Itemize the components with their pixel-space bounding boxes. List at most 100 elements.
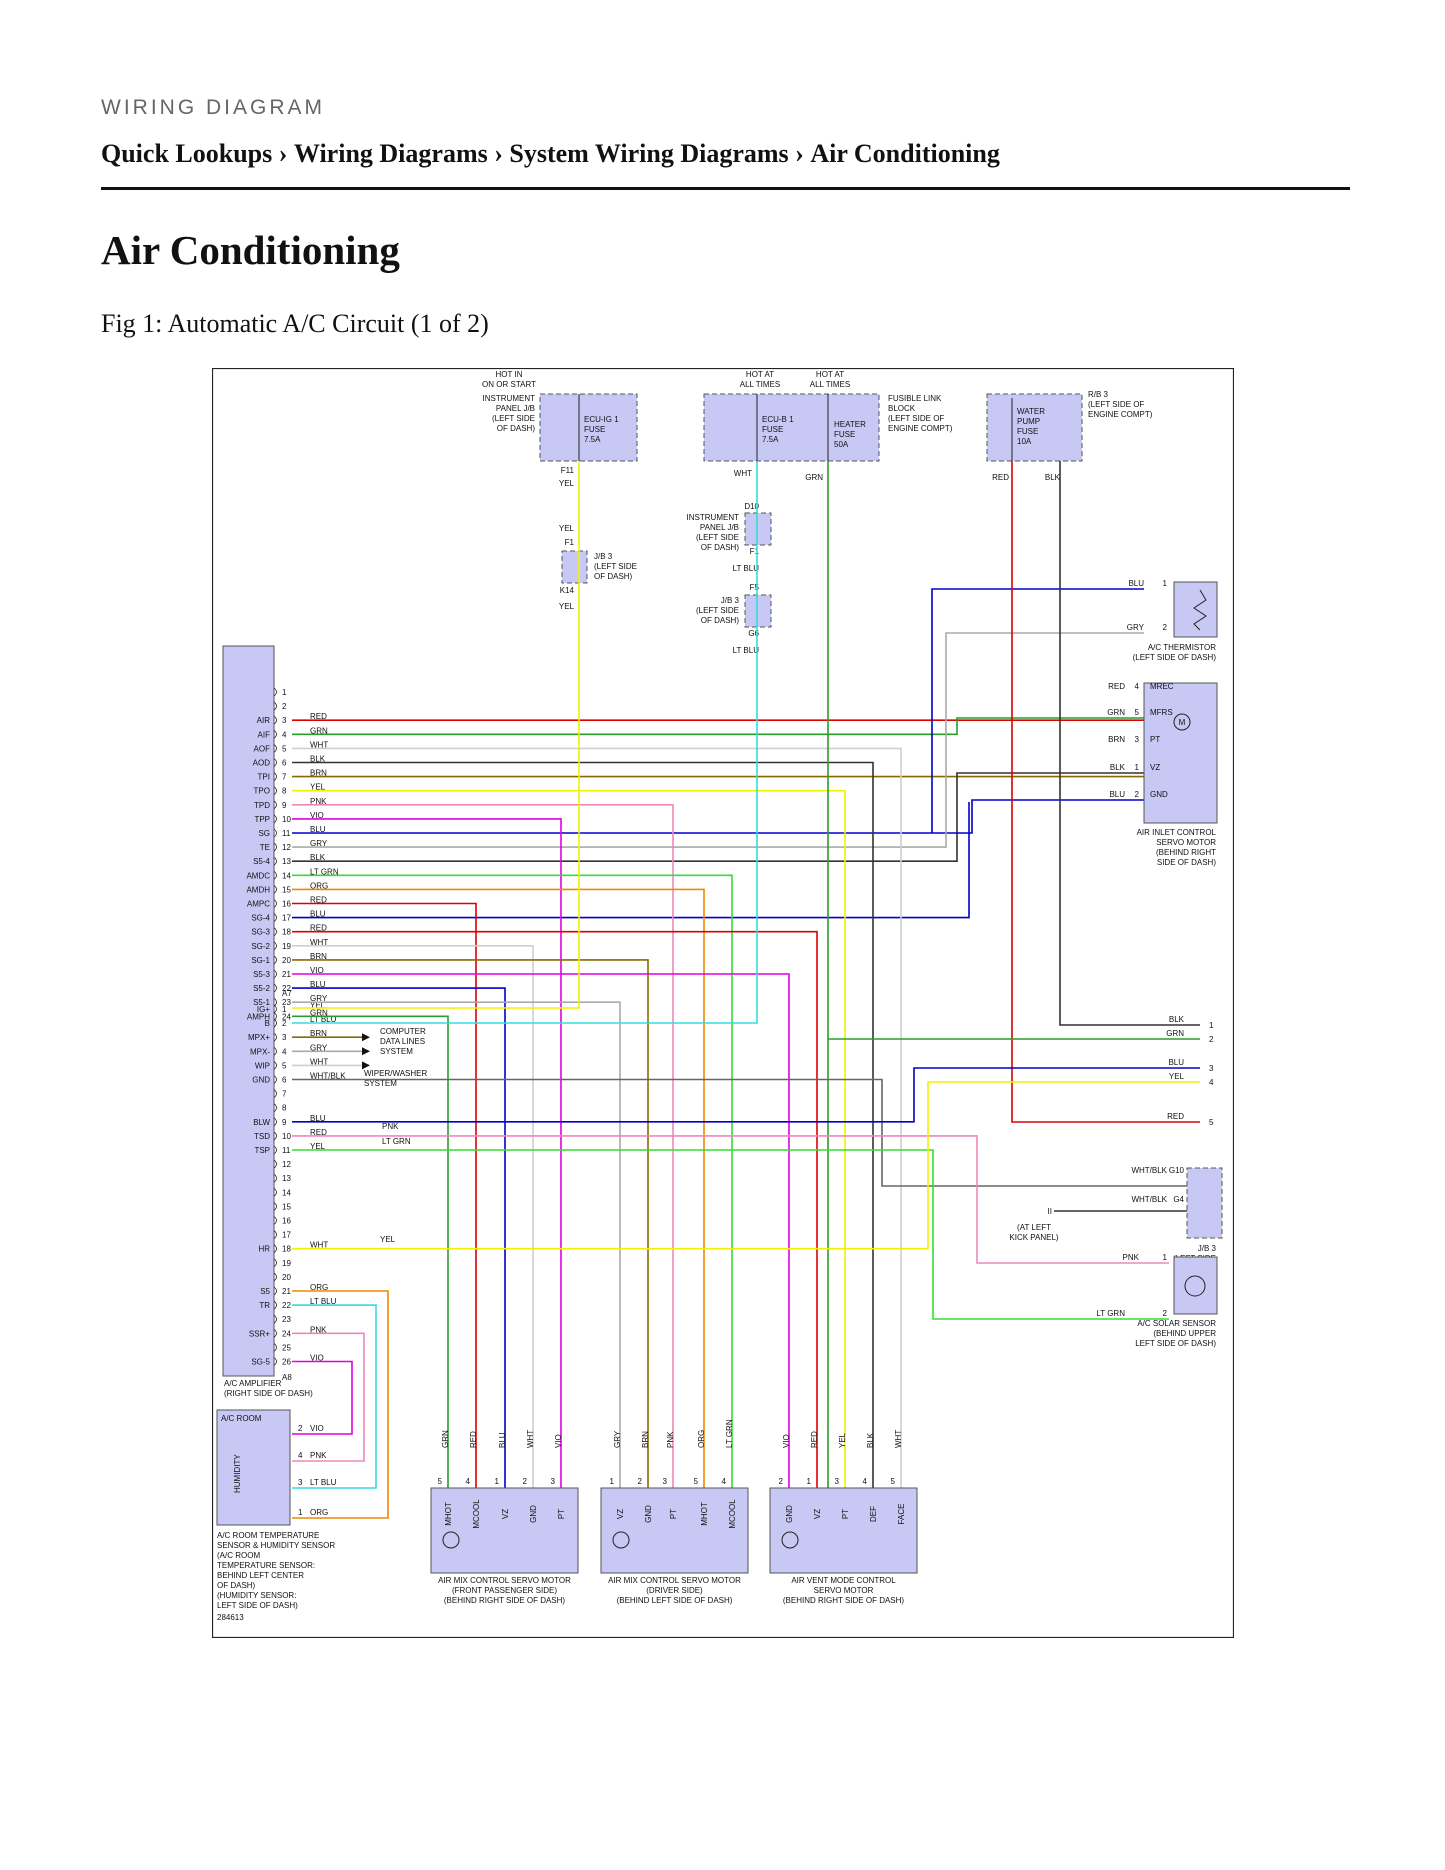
fuse-label: HEATER: [834, 420, 866, 429]
pin-signal-label: MFRS: [1150, 708, 1173, 717]
ac-room-sensor-label: A/C ROOM TEMPERATURE: [217, 1531, 319, 1540]
pin-signal-label: TPI: [258, 773, 270, 782]
pin-number: 23: [282, 998, 291, 1007]
pin-symbol: [273, 1300, 277, 1310]
pin-number: 2: [638, 1477, 643, 1486]
jb-label: INSTRUMENT: [483, 394, 536, 403]
wire-sg: [292, 799, 1144, 834]
terminal-label: K14: [560, 586, 575, 595]
wire-hr: [292, 1081, 1200, 1250]
wire-label: BLK: [1045, 473, 1061, 482]
pin-number: 14: [282, 871, 291, 880]
breadcrumb-item-system-wiring-diagrams[interactable]: System Wiring Diagrams: [509, 139, 789, 168]
pin-number: 5: [694, 1477, 699, 1486]
ac-room-sensor-label: (A/C ROOM: [217, 1551, 260, 1560]
pin-number: 4: [298, 1451, 303, 1460]
pin-symbol: [273, 969, 277, 979]
computer-data-lines-label: SYSTEM: [380, 1047, 413, 1056]
pin-signal-label: TR: [259, 1301, 270, 1310]
pin-signal-label: TPP: [254, 815, 270, 824]
pin-symbol: [273, 1018, 277, 1028]
pin-number: 7: [282, 1090, 287, 1099]
jb-label: PANEL J/B: [700, 523, 739, 532]
ground-symbol: II: [1048, 1207, 1052, 1216]
fuse-label: FUSE: [584, 425, 605, 434]
wire-label: WHT: [526, 1430, 535, 1448]
pin-signal-label: GND: [252, 1076, 270, 1085]
wire-label: ORG: [697, 1430, 706, 1448]
pin-symbol: [273, 828, 277, 838]
instrument-panel-jb-small-box: [744, 512, 772, 546]
air-inlet-motor-box: [1143, 682, 1218, 824]
pin-number: 17: [282, 1231, 291, 1240]
jb3-lower-box: [1186, 1167, 1223, 1239]
breadcrumb-item-wiring-diagrams[interactable]: Wiring Diagrams: [293, 139, 488, 168]
wire-label: PNK: [1123, 1253, 1140, 1262]
figure-ref: 284613: [217, 1613, 244, 1622]
terminal-label: F11: [561, 466, 575, 475]
pin-symbol: [273, 1202, 277, 1211]
pin-number: 2: [1135, 790, 1140, 799]
pin-number: 2: [1209, 1035, 1214, 1044]
pin-symbol: [273, 1244, 277, 1254]
pin-symbol: [273, 927, 277, 937]
wire-label: WHT: [310, 1241, 328, 1250]
breadcrumb-item-air-conditioning[interactable]: Air Conditioning: [810, 139, 1000, 168]
wire-label: YEL: [1169, 1072, 1185, 1081]
wire-label: BRN: [310, 952, 327, 961]
wire-label: YEL: [310, 1142, 326, 1151]
fuse-header: ALL TIMES: [740, 380, 780, 389]
wire-sg3: [292, 930, 818, 1488]
page-title: Air Conditioning: [101, 227, 400, 273]
jb-label: J/B 3: [594, 552, 613, 561]
pin-number: 6: [282, 1076, 287, 1085]
wire-label: VIO: [310, 811, 324, 820]
fuse-label: 10A: [1017, 437, 1032, 446]
pin-signal-label: VZ: [1150, 763, 1160, 772]
wire-label: LT BLU: [733, 564, 760, 573]
pin-symbol: [273, 1145, 277, 1155]
wire-label: RED: [810, 1431, 819, 1448]
wire-label: WHT: [894, 1430, 903, 1448]
fuse-header: HOT IN: [496, 370, 523, 379]
connector-id: A7: [282, 989, 292, 998]
wire-label: BLK: [1169, 1015, 1185, 1024]
pin-number: 4: [466, 1477, 471, 1486]
wire-label: WHT: [734, 469, 752, 478]
pin-signal-label: HR: [258, 1245, 270, 1254]
wire-blw: [292, 1067, 1200, 1123]
pin-symbol: [273, 1314, 277, 1324]
servo-motor-label: (FRONT PASSENGER SIDE): [452, 1586, 557, 1595]
wire-label: BLK: [310, 755, 326, 764]
wire-label: YEL: [559, 479, 575, 488]
wire-label: YEL: [310, 1001, 326, 1010]
wire-label: LT GRN: [1096, 1309, 1125, 1318]
pin-signal-label: PT: [669, 1509, 678, 1519]
fuse-header: HOT AT: [746, 370, 774, 379]
pin-number: 10: [282, 815, 291, 824]
fuse-header: HOT AT: [816, 370, 844, 379]
wire-label: BLU: [310, 910, 326, 919]
humidity-label: HUMIDITY: [233, 1454, 242, 1493]
pin-number: 1: [610, 1477, 615, 1486]
header-label: WIRING DIAGRAM: [101, 96, 325, 119]
jb-label: OF DASH): [594, 572, 633, 581]
pin-number: 8: [282, 1104, 287, 1113]
pin-number: 13: [282, 1174, 291, 1183]
pin-symbol: [273, 814, 277, 824]
wire-tsp: [292, 1149, 1169, 1320]
pin-number: 4: [282, 730, 287, 739]
breadcrumb-item-quick-lookups[interactable]: Quick Lookups: [101, 139, 273, 168]
pin-number: 3: [551, 1477, 556, 1486]
wire-thermistor-blu: [931, 588, 1144, 833]
figure-caption: Fig 1: Automatic A/C Circuit (1 of 2): [101, 309, 489, 338]
pin-symbol: [273, 758, 277, 767]
ac-thermistor-label: (LEFT SIDE OF DASH): [1133, 653, 1217, 662]
pin-symbol: [273, 983, 277, 993]
pin-number: 3: [282, 716, 287, 725]
breadcrumb-separator: ›: [272, 139, 294, 168]
pin-number: 25: [282, 1343, 291, 1352]
pin-number: 1: [1163, 579, 1168, 588]
pin-signal-label: PT: [1150, 735, 1160, 744]
